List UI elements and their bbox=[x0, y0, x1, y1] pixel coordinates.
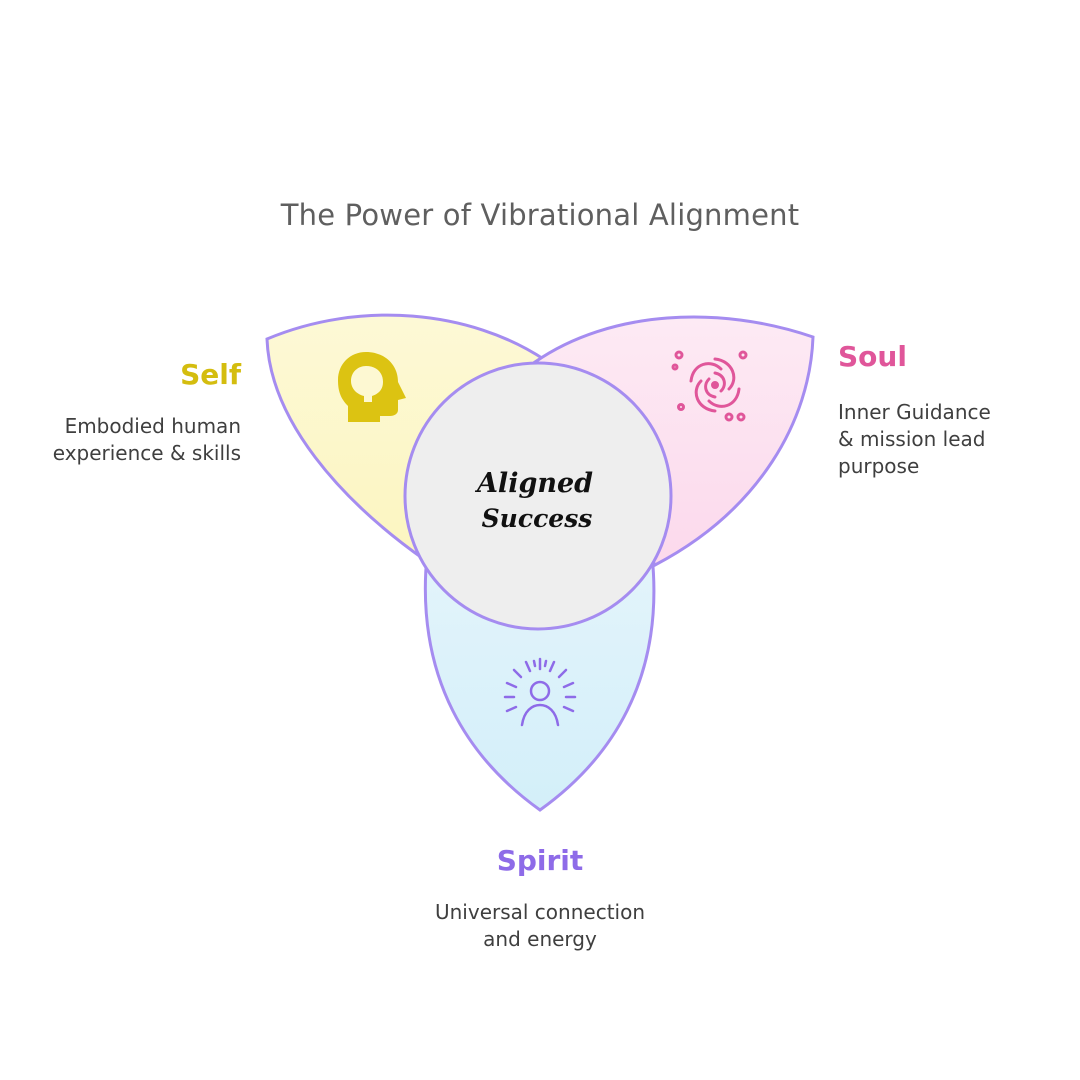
center-text-line1: Aligned bbox=[474, 468, 593, 499]
self-description-line1: Embodied human bbox=[64, 414, 241, 438]
soul-label: Soul bbox=[838, 340, 907, 373]
galaxy-spiral-icon bbox=[671, 350, 748, 422]
radiant-person-icon bbox=[503, 657, 577, 727]
soul-description-line3: purpose bbox=[838, 454, 920, 478]
self-label: Self bbox=[180, 358, 241, 391]
spirit-description: Universal connection and energy bbox=[340, 899, 740, 953]
spirit-description-line1: Universal connection bbox=[434, 900, 646, 924]
center-text-line2: Success bbox=[482, 504, 593, 533]
spirit-description-line2: and energy bbox=[483, 927, 597, 951]
center-circle bbox=[403, 361, 673, 631]
head-profile-icon bbox=[338, 352, 406, 422]
spirit-label: Spirit bbox=[496, 844, 584, 877]
self-description-line2: experience & skills bbox=[52, 441, 241, 465]
diagram-title: The Power of Vibrational Alignment bbox=[280, 198, 800, 232]
self-description: Embodied human experience & skills bbox=[10, 413, 241, 467]
soul-description: Inner Guidance & mission lead purpose bbox=[838, 399, 1058, 480]
soul-description-line1: Inner Guidance bbox=[838, 400, 991, 424]
soul-description-line2: & mission lead bbox=[838, 427, 986, 451]
